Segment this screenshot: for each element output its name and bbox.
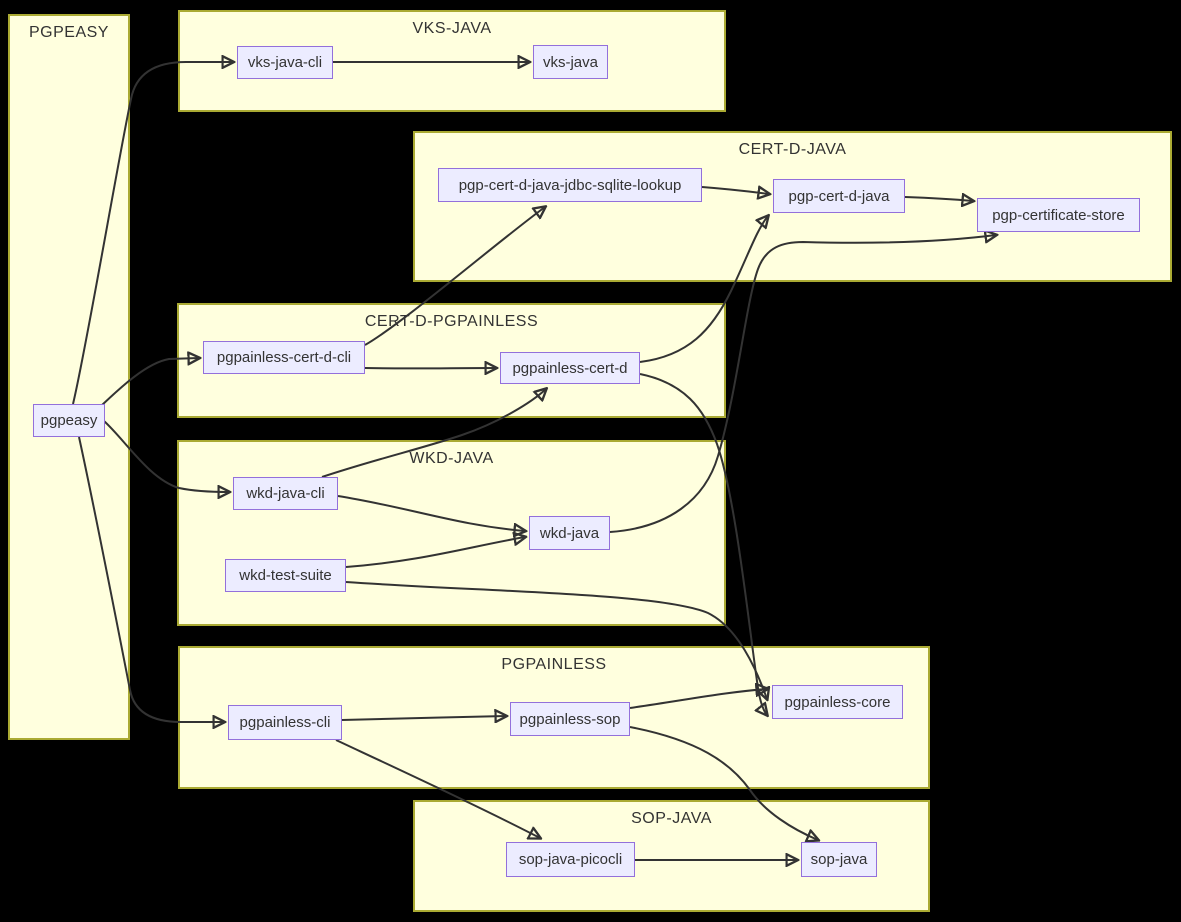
node-label: sop-java: [810, 851, 868, 868]
node-label: pgpeasy: [40, 412, 98, 429]
node-label: vks-java-cli: [247, 54, 323, 71]
node-sop-java: sop-java: [801, 842, 877, 877]
node-wkd-test-suite: wkd-test-suite: [225, 559, 346, 592]
edge-wkd-test-suite-to-wkd-java: [345, 537, 525, 568]
edge-lookup-to-pgp-cert-d-java: [701, 187, 769, 194]
node-label: pgpainless-cli: [239, 714, 331, 731]
node-label: wkd-test-suite: [239, 567, 332, 584]
edge-pgpainless-sop-to-sop-java: [629, 726, 818, 840]
edge-wkd-java-cli-to-pgpainless-cert-d: [321, 389, 546, 478]
node-sop-java-picocli: sop-java-picocli: [506, 842, 635, 877]
edge-pgpeasy-to-vks-java-cli: [72, 62, 233, 405]
node-label: pgp-cert-d-java: [788, 187, 890, 205]
node-label: wkd-java-cli: [246, 485, 325, 502]
node-label: pgpainless-cert-d: [512, 359, 628, 377]
node-label: vks-java: [542, 53, 598, 71]
edge-wkd-java-cli-to-wkd-java: [337, 495, 525, 531]
node-label: pgp-certificate-store: [992, 206, 1125, 224]
node-label: pgpainless-sop: [519, 710, 621, 728]
edge-pgpeasy-to-pgpainless-cert-d-cli: [100, 358, 199, 407]
node-label: wkd-java: [539, 524, 600, 542]
edge-pgp-cert-d-java-to-pgp-certificate-store: [904, 197, 973, 201]
edge-pgpainless-cli-to-pgpainless-sop: [341, 716, 506, 720]
node-vks-java-cli: vks-java-cli: [237, 46, 333, 79]
node-label: pgp-cert-d-java-jdbc-sqlite-lookup: [458, 176, 682, 194]
edge-wkd-java-to-pgp-certificate-store: [609, 235, 996, 533]
cluster-title-wkd-java: WKD-JAVA: [409, 450, 494, 467]
cluster-pgpeasy: PGPEASY: [8, 14, 130, 740]
edge-pgpainless-cli-to-sop-java-picocli: [335, 739, 540, 838]
cluster-title-cert-d-java: CERT-D-JAVA: [738, 141, 847, 158]
edge-pgpainless-cert-d-cli-to-lookup: [364, 207, 545, 346]
node-label: pgpainless-cert-d-cli: [216, 349, 352, 366]
node-pgp-certificate-store: pgp-certificate-store: [977, 198, 1140, 232]
node-pgpainless-cert-d: pgpainless-cert-d: [500, 352, 640, 384]
edge-wkd-test-suite-to-pgpainless-core: [345, 581, 767, 699]
node-pgpainless-cert-d-cli: pgpainless-cert-d-cli: [203, 341, 365, 374]
node-label: pgpainless-core: [784, 693, 891, 711]
edge-pgpainless-sop-to-pgpainless-core: [629, 689, 767, 709]
edge-pgpainless-cert-d-to-pgpainless-core: [639, 373, 767, 715]
node-wkd-java: wkd-java: [529, 516, 610, 550]
node-wkd-java-cli: wkd-java-cli: [233, 477, 338, 510]
node-pgp-cert-d-java-jdbc-sqlite-lookup: pgp-cert-d-java-jdbc-sqlite-lookup: [438, 168, 702, 202]
cluster-wkd-java: WKD-JAVA: [177, 440, 726, 626]
cluster-title-vks-java: VKS-JAVA: [412, 20, 492, 37]
edge-pgpainless-cert-d-to-pgp-cert-d-java: [639, 216, 768, 363]
node-pgpainless-core: pgpainless-core: [772, 685, 903, 719]
edge-pgpeasy-to-wkd-java-cli: [103, 420, 229, 492]
node-pgp-cert-d-java: pgp-cert-d-java: [773, 179, 905, 213]
node-pgpeasy: pgpeasy: [33, 404, 105, 437]
edge-pgpeasy-to-pgpainless-cli: [78, 436, 224, 722]
cluster-title-cert-d-pgpainless: CERT-D-PGPAINLESS: [364, 313, 539, 330]
cluster-title-pgpeasy: PGPEASY: [29, 24, 109, 41]
node-pgpainless-sop: pgpainless-sop: [510, 702, 630, 736]
node-label: sop-java-picocli: [518, 851, 623, 868]
cluster-title-pgpainless: PGPAINLESS: [501, 656, 607, 673]
cluster-title-sop-java: SOP-JAVA: [631, 810, 712, 827]
node-pgpainless-cli: pgpainless-cli: [228, 705, 342, 740]
node-vks-java: vks-java: [533, 45, 608, 79]
